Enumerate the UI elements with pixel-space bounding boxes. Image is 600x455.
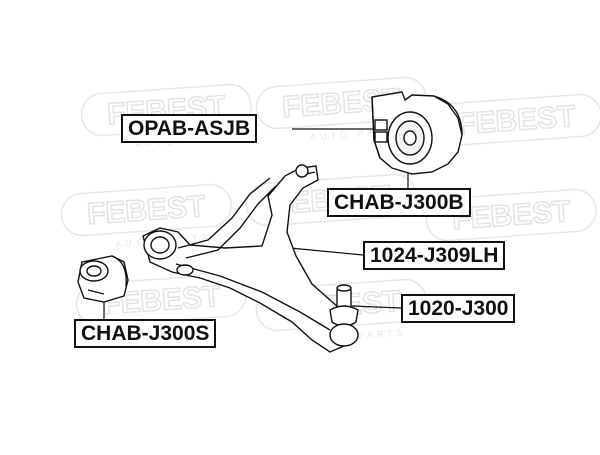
watermark-brand: FEBEST — [86, 190, 206, 231]
part-label-1020-j300: 1020-J300 — [401, 294, 516, 323]
watermark-brand: FEBEST — [456, 100, 576, 141]
control-arm — [142, 164, 354, 353]
part-label-chab-j300b: CHAB-J300B — [327, 188, 471, 217]
bushing-s — [77, 255, 129, 303]
leader-1020 — [351, 305, 402, 309]
ball-joint — [329, 284, 359, 347]
leader-lh — [289, 247, 364, 256]
part-label-chab-j300s: CHAB-J300S — [74, 319, 217, 348]
bushing-assembly-b — [371, 91, 463, 175]
part-label-1024-j309lh: 1024-J309LH — [363, 241, 506, 270]
part-label-opab-asjb: OPAB-ASJB — [121, 114, 258, 143]
